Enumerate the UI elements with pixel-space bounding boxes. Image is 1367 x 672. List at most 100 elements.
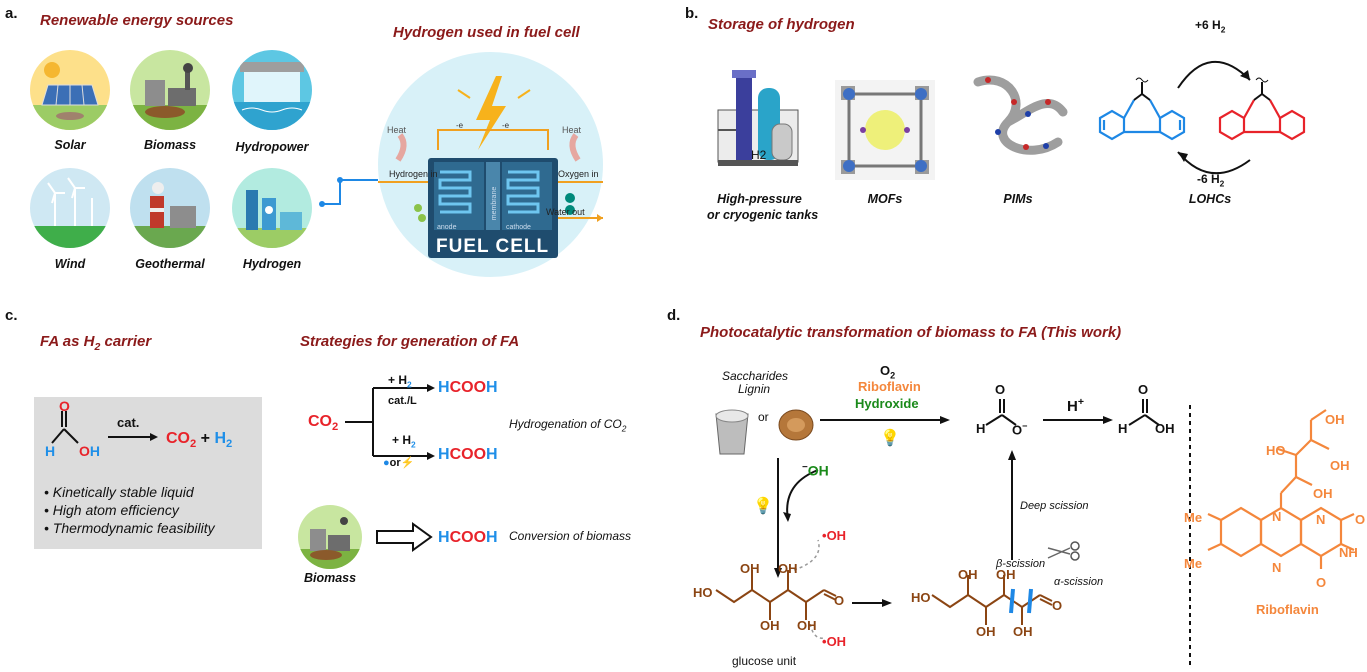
geothermal-icon: [130, 168, 210, 248]
hcooh-biomass: HCOOH: [438, 529, 498, 547]
hydroxide-ion: −OH: [802, 462, 829, 479]
glucose-scission-structure: [931, 575, 1053, 625]
light-bulb-icon-2: 💡: [753, 498, 773, 515]
hydropower-icon: [232, 50, 312, 130]
plus-h2-text: +6 H: [1195, 18, 1221, 32]
up-arrow: [1008, 450, 1016, 560]
panel-b-title: Storage of hydrogen: [708, 16, 855, 33]
source-label-hydropower: Hydropower: [235, 140, 309, 154]
solar-icon: [30, 50, 110, 130]
glucose-o: O: [834, 593, 845, 608]
hcooh-bottom-h1: H: [438, 446, 450, 463]
hydroxide-ion-text: OH: [807, 462, 829, 479]
ribo-ho: HO: [1266, 443, 1286, 458]
fa-title-text: FA as H: [40, 333, 95, 350]
plus-h2-sub: 2: [1220, 24, 1226, 35]
panel-d-letter: d.: [667, 307, 681, 324]
ribo-o-2: O: [1316, 575, 1327, 590]
hydrogen-in-label: Hydrogen in: [389, 169, 438, 179]
scission-o: O: [1052, 598, 1063, 613]
formate-o-minus: O−: [1012, 421, 1028, 438]
scission-ho: HO: [911, 590, 931, 605]
bullet-3: • Thermodynamic feasibility: [44, 520, 215, 536]
ribo-me-2: Me: [1184, 556, 1203, 571]
plus-h2-bottom-text: + H: [392, 433, 412, 447]
biomass-label: Biomass: [303, 571, 357, 585]
radical-oh-top-text: OH: [826, 528, 847, 543]
fuel-cell-label: FUEL CELL: [436, 236, 550, 257]
hydroxide-curved-arrow: [783, 469, 819, 522]
hcooh-biomass-h1: H: [438, 529, 450, 546]
formate-o-atom: O: [995, 382, 1006, 397]
hcooh-bottom: HCOOH: [438, 446, 498, 464]
minus-h2-text: -6 H: [1197, 172, 1220, 186]
scission-oh-4: OH: [1013, 624, 1033, 639]
hcooh-biomass-h2: H: [486, 529, 498, 546]
source-label-biomass: Biomass: [143, 138, 197, 152]
hydrogenation-label: Hydrogenation of CO2: [509, 417, 627, 434]
fa-oh-group: OH: [79, 443, 101, 459]
co2-reactant: CO2: [308, 413, 339, 434]
hydrogen-plant-icon: [232, 168, 312, 248]
minus-h2-sub: 2: [1219, 178, 1225, 189]
formic-acid-structure: [51, 411, 79, 444]
scissors-icon: [1047, 541, 1080, 561]
hcooh-bottom-coo: COO: [449, 446, 487, 463]
minus-h2-label: -6 H2: [1197, 172, 1224, 188]
ribo-oh-1: OH: [1325, 412, 1345, 427]
electron-right: -e: [502, 121, 510, 130]
scission-oh-2: OH: [996, 567, 1016, 582]
hydrogen-connector: [319, 177, 378, 207]
riboflavin-label: Riboflavin: [1256, 602, 1319, 617]
o2-label: O2: [880, 363, 896, 381]
formic-acid-product-structure: [1128, 399, 1160, 426]
ribo-nh: NH: [1339, 545, 1358, 560]
hydroxyl-radical-top: •OH: [822, 528, 847, 543]
cat-arrow: [108, 433, 158, 441]
h-plus-sup: +: [1077, 396, 1084, 408]
lignin-label: Lignin: [738, 382, 771, 396]
panel-c-letter: c.: [5, 307, 18, 324]
tank-label-2: or cryogenic tanks: [707, 208, 819, 222]
lignin-wood-icon: [778, 409, 814, 441]
glucose-oh-1: OH: [740, 561, 760, 576]
co2-h2-products: CO2 + H2: [166, 430, 233, 451]
riboflavin-structure: [1207, 409, 1355, 569]
hydroxide-label: Hydroxide: [855, 396, 919, 411]
hcooh-top: HCOOH: [438, 379, 498, 397]
hcooh-biomass-coo: COO: [449, 529, 487, 546]
hcooh-bottom-h2: H: [486, 446, 498, 463]
ribo-oh-3: OH: [1313, 486, 1333, 501]
glucose-oh-2: OH: [778, 561, 798, 576]
cat-l-label: cat./L: [388, 395, 417, 407]
water-out-label: Water out: [546, 207, 585, 217]
light-bulb-icon: 💡: [880, 430, 900, 447]
scission-oh-1: OH: [958, 567, 978, 582]
ribo-n-2: N: [1316, 512, 1326, 527]
electron-left: -e: [456, 121, 464, 130]
h-plus-text: H: [1067, 398, 1078, 415]
fa-product-o-atom: O: [1138, 382, 1149, 397]
bulb-icon: ●: [383, 457, 390, 469]
plus-h2-bottom: + H2: [392, 433, 416, 450]
hcooh-top-h2: H: [486, 379, 498, 396]
separator-dashed: [1189, 405, 1191, 665]
biomass-small-icon: [298, 505, 362, 569]
lohc-label: LOHCs: [1188, 192, 1232, 206]
ribo-n-3: N: [1272, 560, 1282, 575]
open-arrow: [376, 522, 433, 552]
conversion-label: Conversion of biomass: [509, 529, 632, 543]
panel-b-letter: b.: [685, 5, 699, 22]
anode-label: anode: [437, 224, 457, 231]
scission-arrow: [852, 599, 892, 607]
panel-d-title: Photocatalytic transformation of biomass…: [700, 324, 1122, 341]
panel-a-title: Renewable energy sources: [40, 12, 234, 29]
fa-title-end: carrier: [100, 333, 152, 350]
down-arrow: [774, 458, 782, 578]
source-label-hydrogen: Hydrogen: [242, 257, 302, 271]
co2-text: CO: [308, 413, 332, 430]
plus-h2-label: +6 H2: [1195, 18, 1225, 34]
lohc-scheme: [1098, 60, 1306, 175]
ribo-n-1: N: [1272, 509, 1282, 524]
o2-text: O: [880, 363, 891, 378]
